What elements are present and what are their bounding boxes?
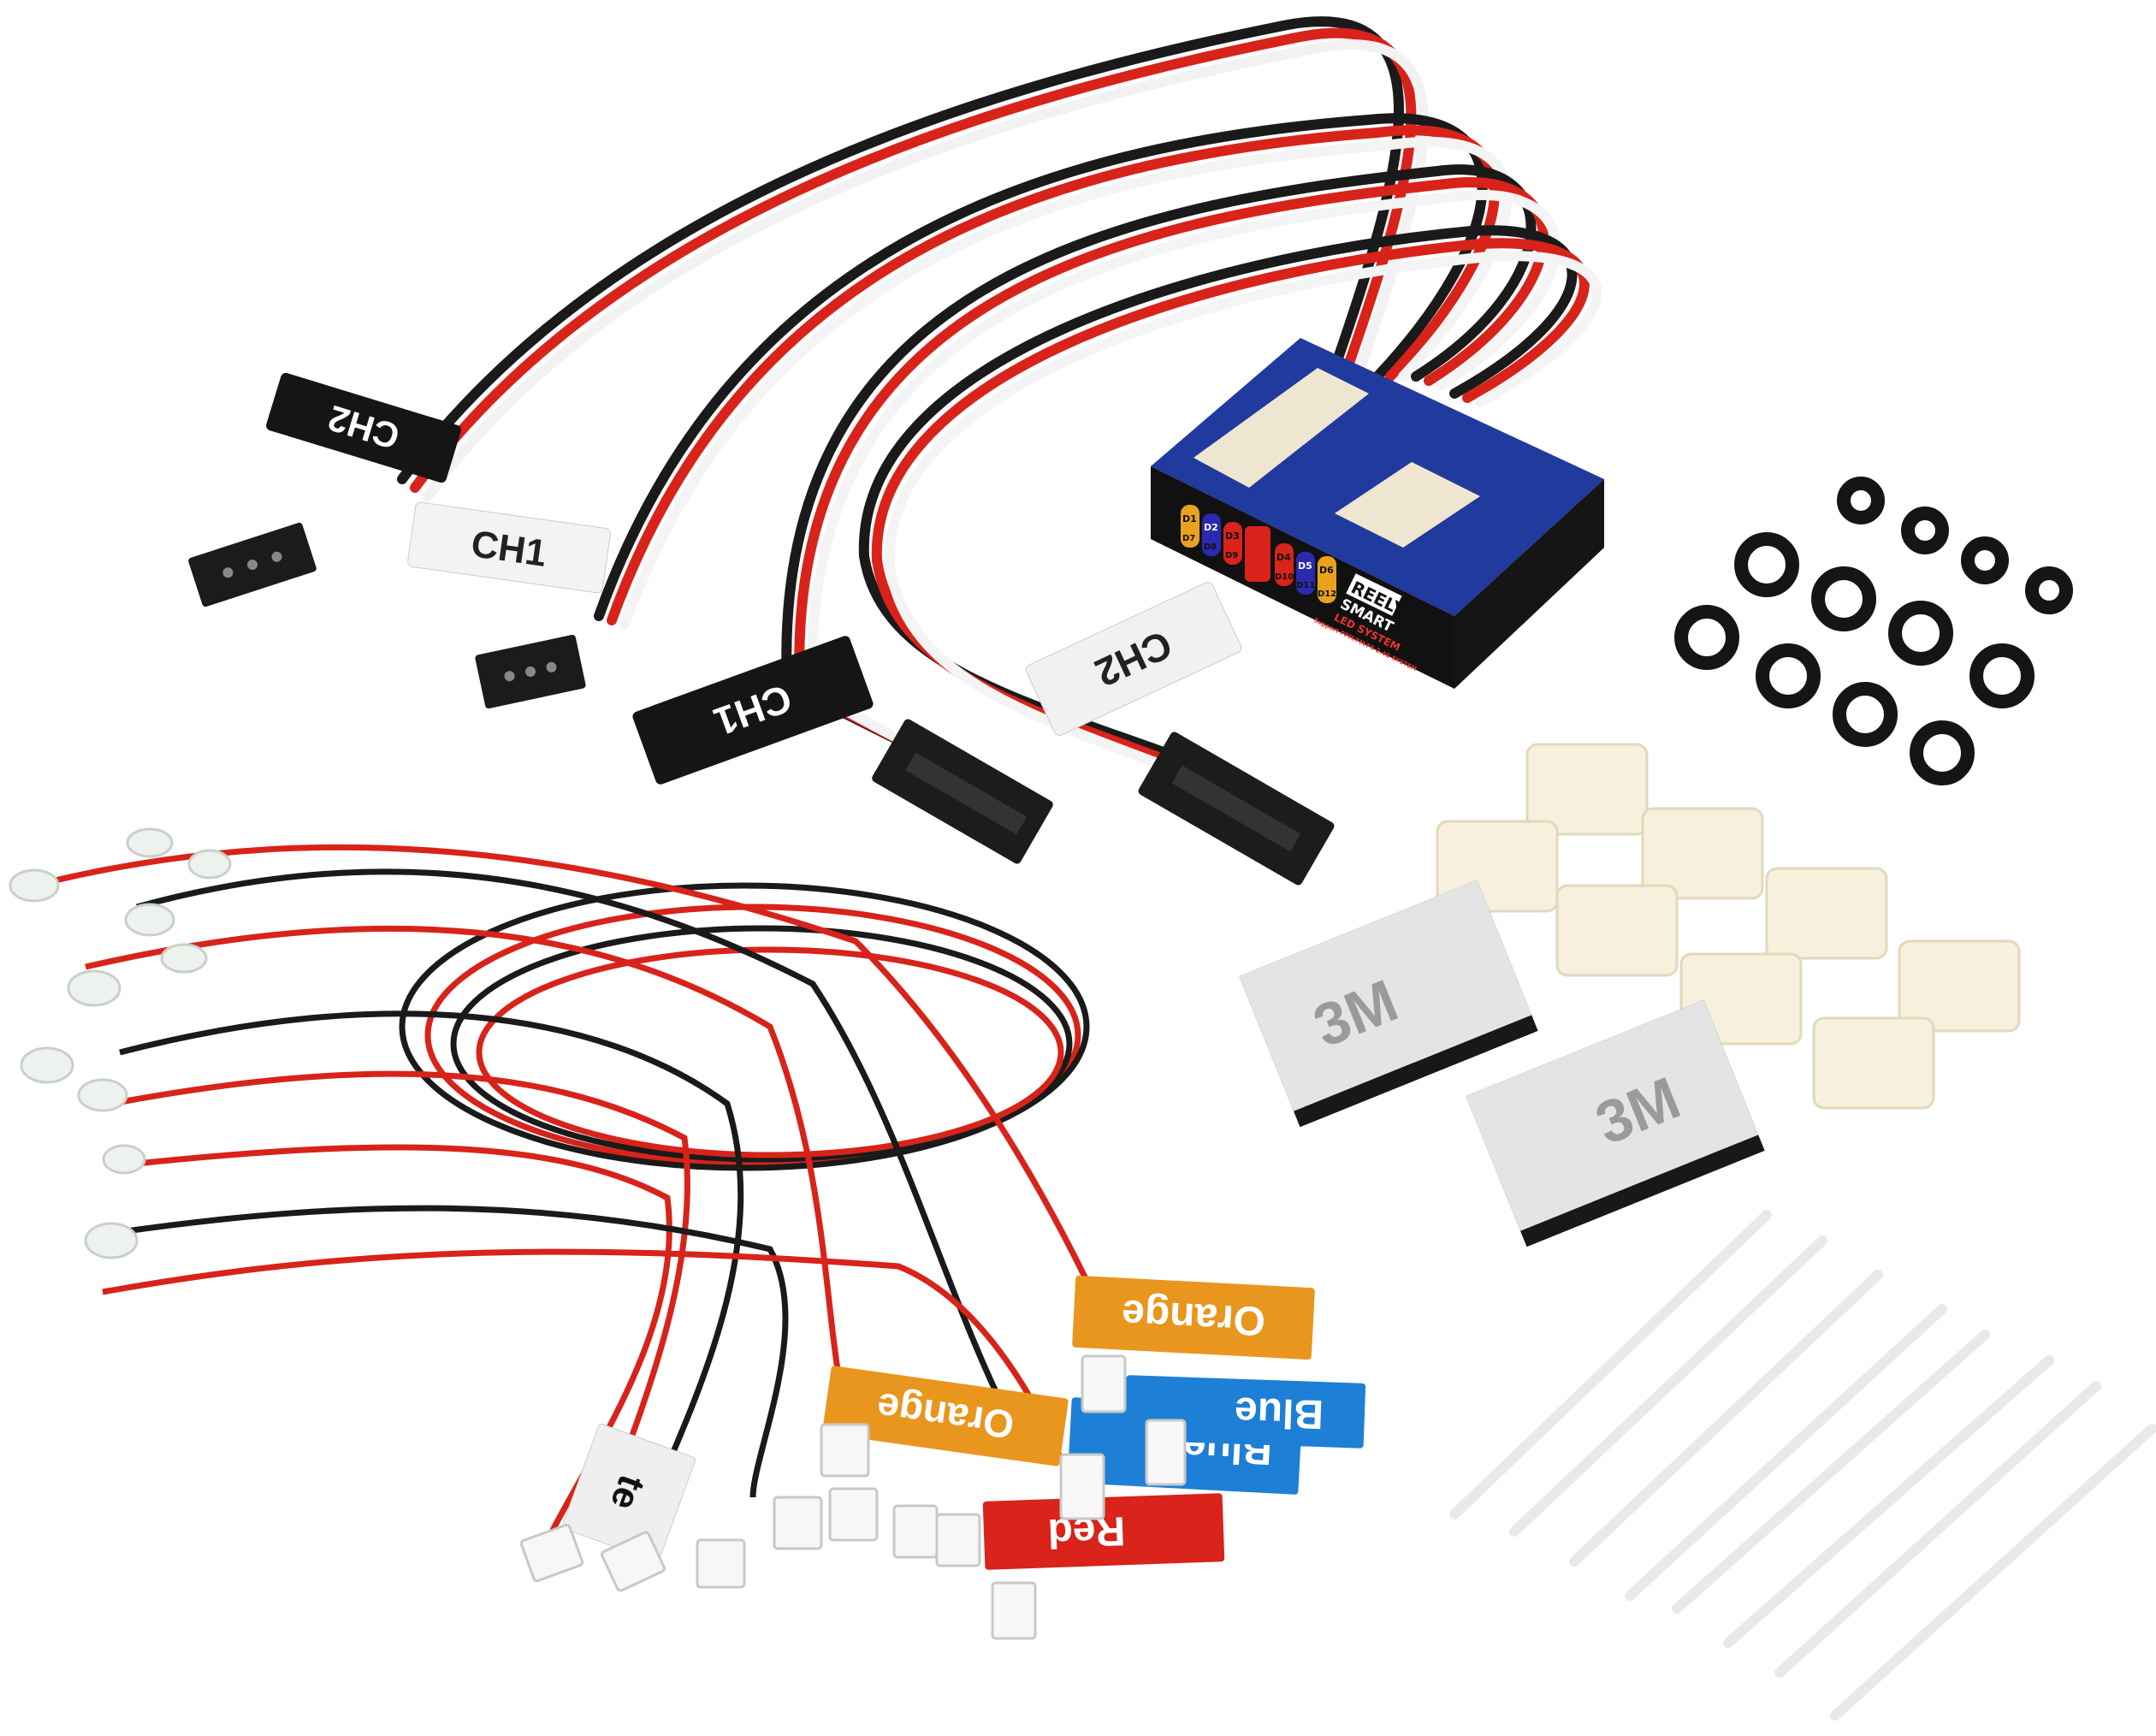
svg-text:D5: D5 <box>1298 560 1312 572</box>
led-holder-clips <box>1674 477 2073 785</box>
svg-text:D6: D6 <box>1319 565 1334 576</box>
svg-text:D8: D8 <box>1204 542 1217 552</box>
led-tag-orange-second: Orange <box>822 1366 1069 1466</box>
tag-ch1-black: CH1 <box>632 636 874 785</box>
svg-text:D1: D1 <box>1182 513 1197 524</box>
svg-text:D2: D2 <box>1204 522 1218 533</box>
servo-cables <box>397 16 1602 784</box>
led-wire-bundle <box>50 844 1116 1542</box>
connector-block-left <box>1194 368 1369 488</box>
svg-text:D10: D10 <box>1275 572 1294 582</box>
svg-text:D9: D9 <box>1225 551 1238 560</box>
3m-pad-1: 3M <box>1239 880 1538 1128</box>
connector-block-right <box>1335 462 1480 548</box>
tag-ch2-black: CH2 <box>266 372 461 483</box>
tag-ch1-white: CH1 <box>407 501 611 594</box>
jst-connectors <box>519 1354 1187 1640</box>
led-tag-white-partial: te <box>562 1424 696 1562</box>
adhesive-cable-mounts <box>1436 743 2021 1110</box>
svg-text:Orange: Orange <box>1121 1291 1267 1344</box>
cable-ch2-white-tag <box>858 225 1602 784</box>
svg-text:D7: D7 <box>1182 534 1195 543</box>
svg-text:D12: D12 <box>1318 590 1336 599</box>
cable-ties <box>1449 1210 2156 1721</box>
servo-plug-female-1 <box>872 719 1053 864</box>
car-icon <box>1245 526 1270 582</box>
svg-text:D11: D11 <box>1296 581 1315 590</box>
servo-plug-female-2 <box>1138 732 1335 886</box>
svg-text:D4: D4 <box>1276 552 1291 563</box>
servo-plug-male-1 <box>188 522 317 607</box>
svg-text:Blue: Blue <box>1234 1389 1324 1437</box>
led-bulbs <box>9 827 232 1259</box>
3m-pad-2: 3M <box>1466 999 1765 1247</box>
tag-ch1-white-label: CH1 <box>469 523 549 575</box>
led-tag-orange-top: Orange <box>1072 1275 1315 1360</box>
led-indicator-row: D1 D2 D3 D4 D5 D6 D7 D8 D9 D10 D11 D12 <box>1181 505 1336 603</box>
servo-plug-male-2 <box>475 634 586 709</box>
svg-text:D3: D3 <box>1225 530 1240 542</box>
tag-ch2-white: CH2 <box>1025 581 1242 737</box>
